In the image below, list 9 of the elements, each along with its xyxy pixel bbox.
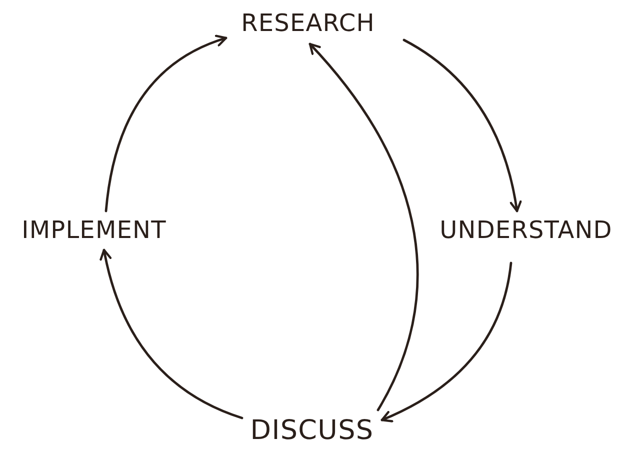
stage-label: UNDERSTAND xyxy=(440,215,612,246)
stage-label: RESEARCH xyxy=(241,8,375,39)
arrow xyxy=(104,35,228,212)
arrow xyxy=(100,248,244,420)
stage-label: IMPLEMENT xyxy=(22,215,166,246)
arrow xyxy=(402,38,522,212)
arrow xyxy=(380,262,512,422)
arrow xyxy=(308,42,419,412)
stage-label: DISCUSS xyxy=(250,414,374,448)
